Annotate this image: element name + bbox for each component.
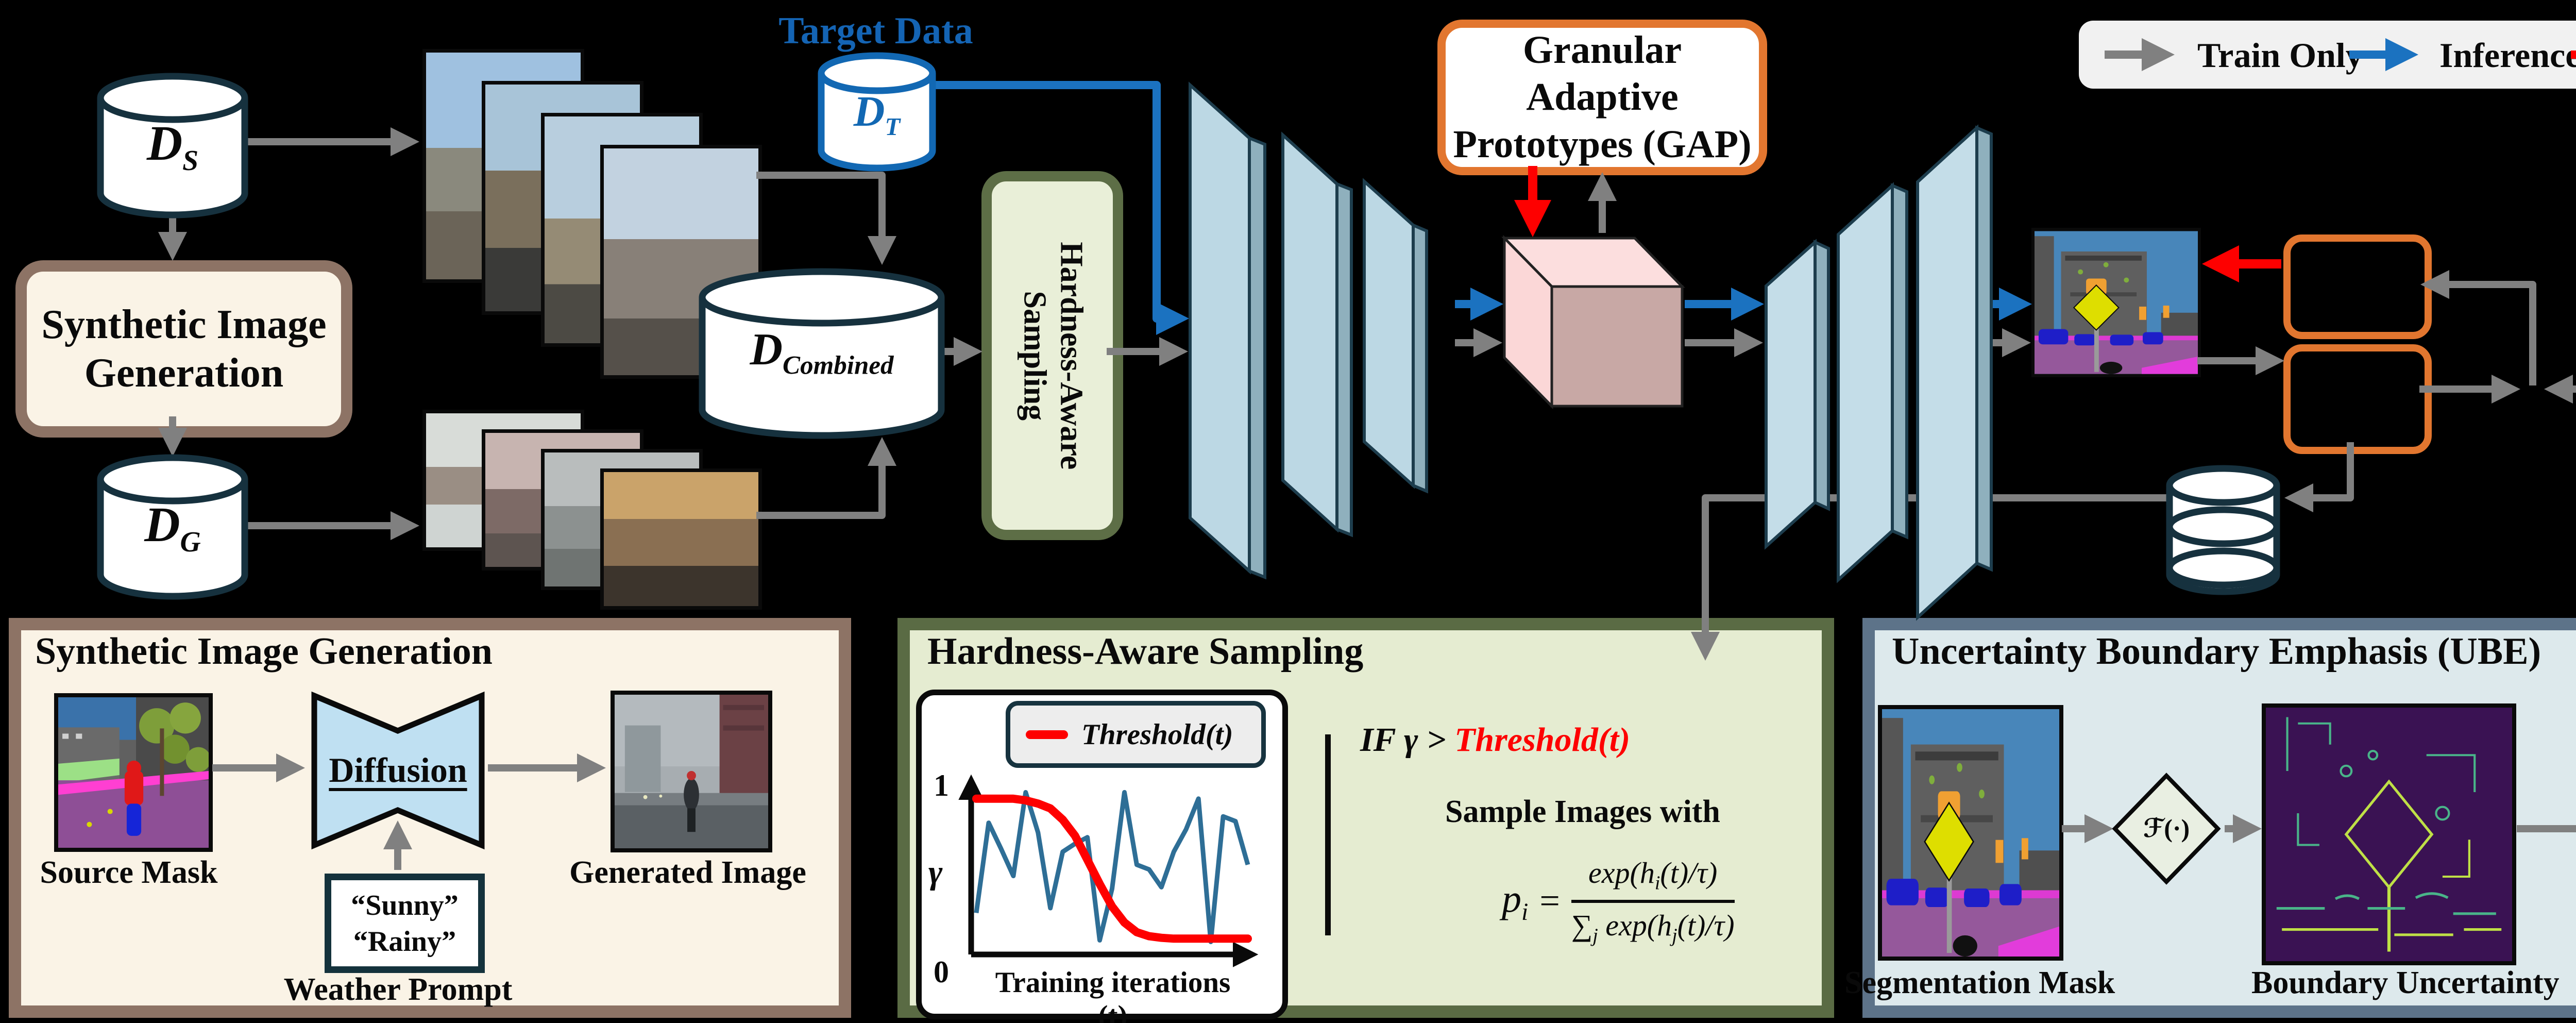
ds-label: DS xyxy=(100,114,245,177)
dg-label: DG xyxy=(100,496,245,559)
encoder-layer-3-side xyxy=(1412,223,1428,494)
cube-front-face xyxy=(1550,285,1684,408)
dcombined-label: DCombined xyxy=(702,324,941,381)
gap-box-line1: Granular Adaptive xyxy=(1522,28,1682,119)
formula-lhs: pi xyxy=(1502,877,1529,926)
decoder-layer-1 xyxy=(1765,239,1817,550)
dt-label: DT xyxy=(821,87,933,141)
synthetic-image-generation-box: Synthetic Image Generation xyxy=(15,260,352,438)
segmentation-mask-label: Segmentation Mask xyxy=(1844,965,2115,1000)
prompt-rainy: “Rainy” xyxy=(353,925,456,958)
chart-x-label: Training iterations (t) xyxy=(995,966,1231,1023)
sampling-box-text: Hardness-Aware Sampling xyxy=(1015,242,1089,469)
sampling-probability-formula: pi = exp(hi(t)/τ) ∑j exp(hj(t)/τ) xyxy=(1502,856,1735,947)
chart-tick-gamma: γ xyxy=(928,853,943,891)
gap-prototype-cube xyxy=(1501,234,1685,410)
segmentation-scene xyxy=(2035,231,2198,374)
dt-letter: D xyxy=(853,88,885,136)
hardness-aware-sampling-box: Hardness-Aware Sampling xyxy=(981,171,1123,540)
boundary-uncertainty-label: Boundary Uncertainty xyxy=(2251,965,2560,1000)
formula-denominator: ∑j exp(hj(t)/τ) xyxy=(1571,908,1735,947)
condition-prefix: IF γ > xyxy=(1360,721,1446,759)
boundary-uncertainty-image xyxy=(2262,703,2516,965)
encoder-layers xyxy=(1189,81,1428,580)
arrow-stack-to-dcombined-top xyxy=(756,172,896,265)
prompt-sunny: “Sunny” xyxy=(351,889,459,921)
target-data-label: Target Data xyxy=(778,10,973,52)
decoder-layer-1-side xyxy=(1814,240,1830,511)
dcombined-sub: Combined xyxy=(783,351,894,380)
decoder-layers xyxy=(1765,124,1993,621)
encoder-layer-1 xyxy=(1189,81,1251,575)
weather-prompt-label: Weather Prompt xyxy=(283,972,513,1007)
decoder-layer-2-side xyxy=(1891,183,1908,540)
condition-threshold: Threshold(t) xyxy=(1454,721,1631,759)
gap-box: Granular Adaptive Prototypes (GAP) xyxy=(1437,20,1767,175)
source-mask-label: Source Mask xyxy=(40,855,218,890)
chart-legend-label: Threshold(t) xyxy=(1081,718,1233,751)
cube-left-face xyxy=(1503,234,1553,410)
ds-letter: D xyxy=(146,115,183,171)
formula-numerator: exp(hi(t)/τ) xyxy=(1571,856,1735,903)
has-panel-title: Hardness-Aware Sampling xyxy=(927,630,1364,673)
formula-fraction: exp(hi(t)/τ) ∑j exp(hj(t)/τ) xyxy=(1571,856,1735,947)
panel-divider xyxy=(1325,734,1331,935)
source-mask-image xyxy=(54,693,213,852)
threshold-dash-icon xyxy=(1026,730,1068,739)
encoder-layer-3 xyxy=(1363,178,1415,489)
sample-images-text: Sample Images with xyxy=(1445,794,1720,829)
encoder-layer-2-side xyxy=(1335,181,1353,538)
formula-equals: = xyxy=(1539,881,1560,921)
dcombined-letter: D xyxy=(750,325,783,375)
dg-letter: D xyxy=(144,497,180,552)
generated-image xyxy=(611,691,772,852)
decoder-layer-3 xyxy=(1916,124,1978,621)
arrow-junction-to-orange-top xyxy=(2420,270,2536,385)
sampling-condition: IF γ > Threshold(t) xyxy=(1360,720,1630,760)
sampling-box-line1: Hardness-Aware xyxy=(1053,242,1089,469)
encoder-layer-2 xyxy=(1281,131,1338,533)
sampled-database-icon xyxy=(2166,465,2280,595)
ube-segmentation-mask-image xyxy=(1878,705,2063,961)
decoder-layer-2 xyxy=(1837,182,1894,583)
cube-top-face xyxy=(1501,237,1685,288)
loss-block-bottom xyxy=(2283,344,2432,454)
source-image-4 xyxy=(600,145,762,379)
ube-panel-title: Uncertainty Boundary Emphasis (UBE) xyxy=(1892,630,2541,673)
generated-image-label: Generated Image xyxy=(569,855,806,890)
f-function-label: ℱ(·) xyxy=(2143,814,2190,843)
encoder-layer-1-side xyxy=(1248,136,1266,580)
sig-box-line1: Synthetic Image xyxy=(41,301,327,347)
legend: Train Only Inference Loss xyxy=(2079,21,2576,89)
arrow-stack-to-dcombined-bottom xyxy=(756,437,896,519)
sig-box-line2: Generation xyxy=(84,350,284,396)
gap-box-line2: Prototypes (GAP) xyxy=(1453,122,1752,166)
chart-tick-0: 0 xyxy=(934,955,949,989)
legend-inference-label: Inference xyxy=(2439,36,2576,75)
sig-panel-title: Synthetic Image Generation xyxy=(35,630,493,673)
ds-sub: S xyxy=(182,145,199,177)
generated-image-4 xyxy=(600,468,762,610)
segmentation-output-image xyxy=(2031,228,2201,377)
sampling-box-line2: Sampling xyxy=(1016,291,1052,421)
weather-prompt-box: “Sunny” “Rainy” xyxy=(325,874,485,973)
diffusion-label: Diffusion xyxy=(329,750,467,790)
dg-sub: G xyxy=(180,526,201,559)
chart-legend: Threshold(t) xyxy=(1006,701,1266,768)
legend-train-only-label: Train Only xyxy=(2197,36,2363,75)
chart-tick-1: 1 xyxy=(934,768,949,802)
decoder-layer-3-side xyxy=(1975,125,1993,572)
dt-sub: T xyxy=(885,112,901,141)
loss-block-top xyxy=(2283,234,2432,339)
